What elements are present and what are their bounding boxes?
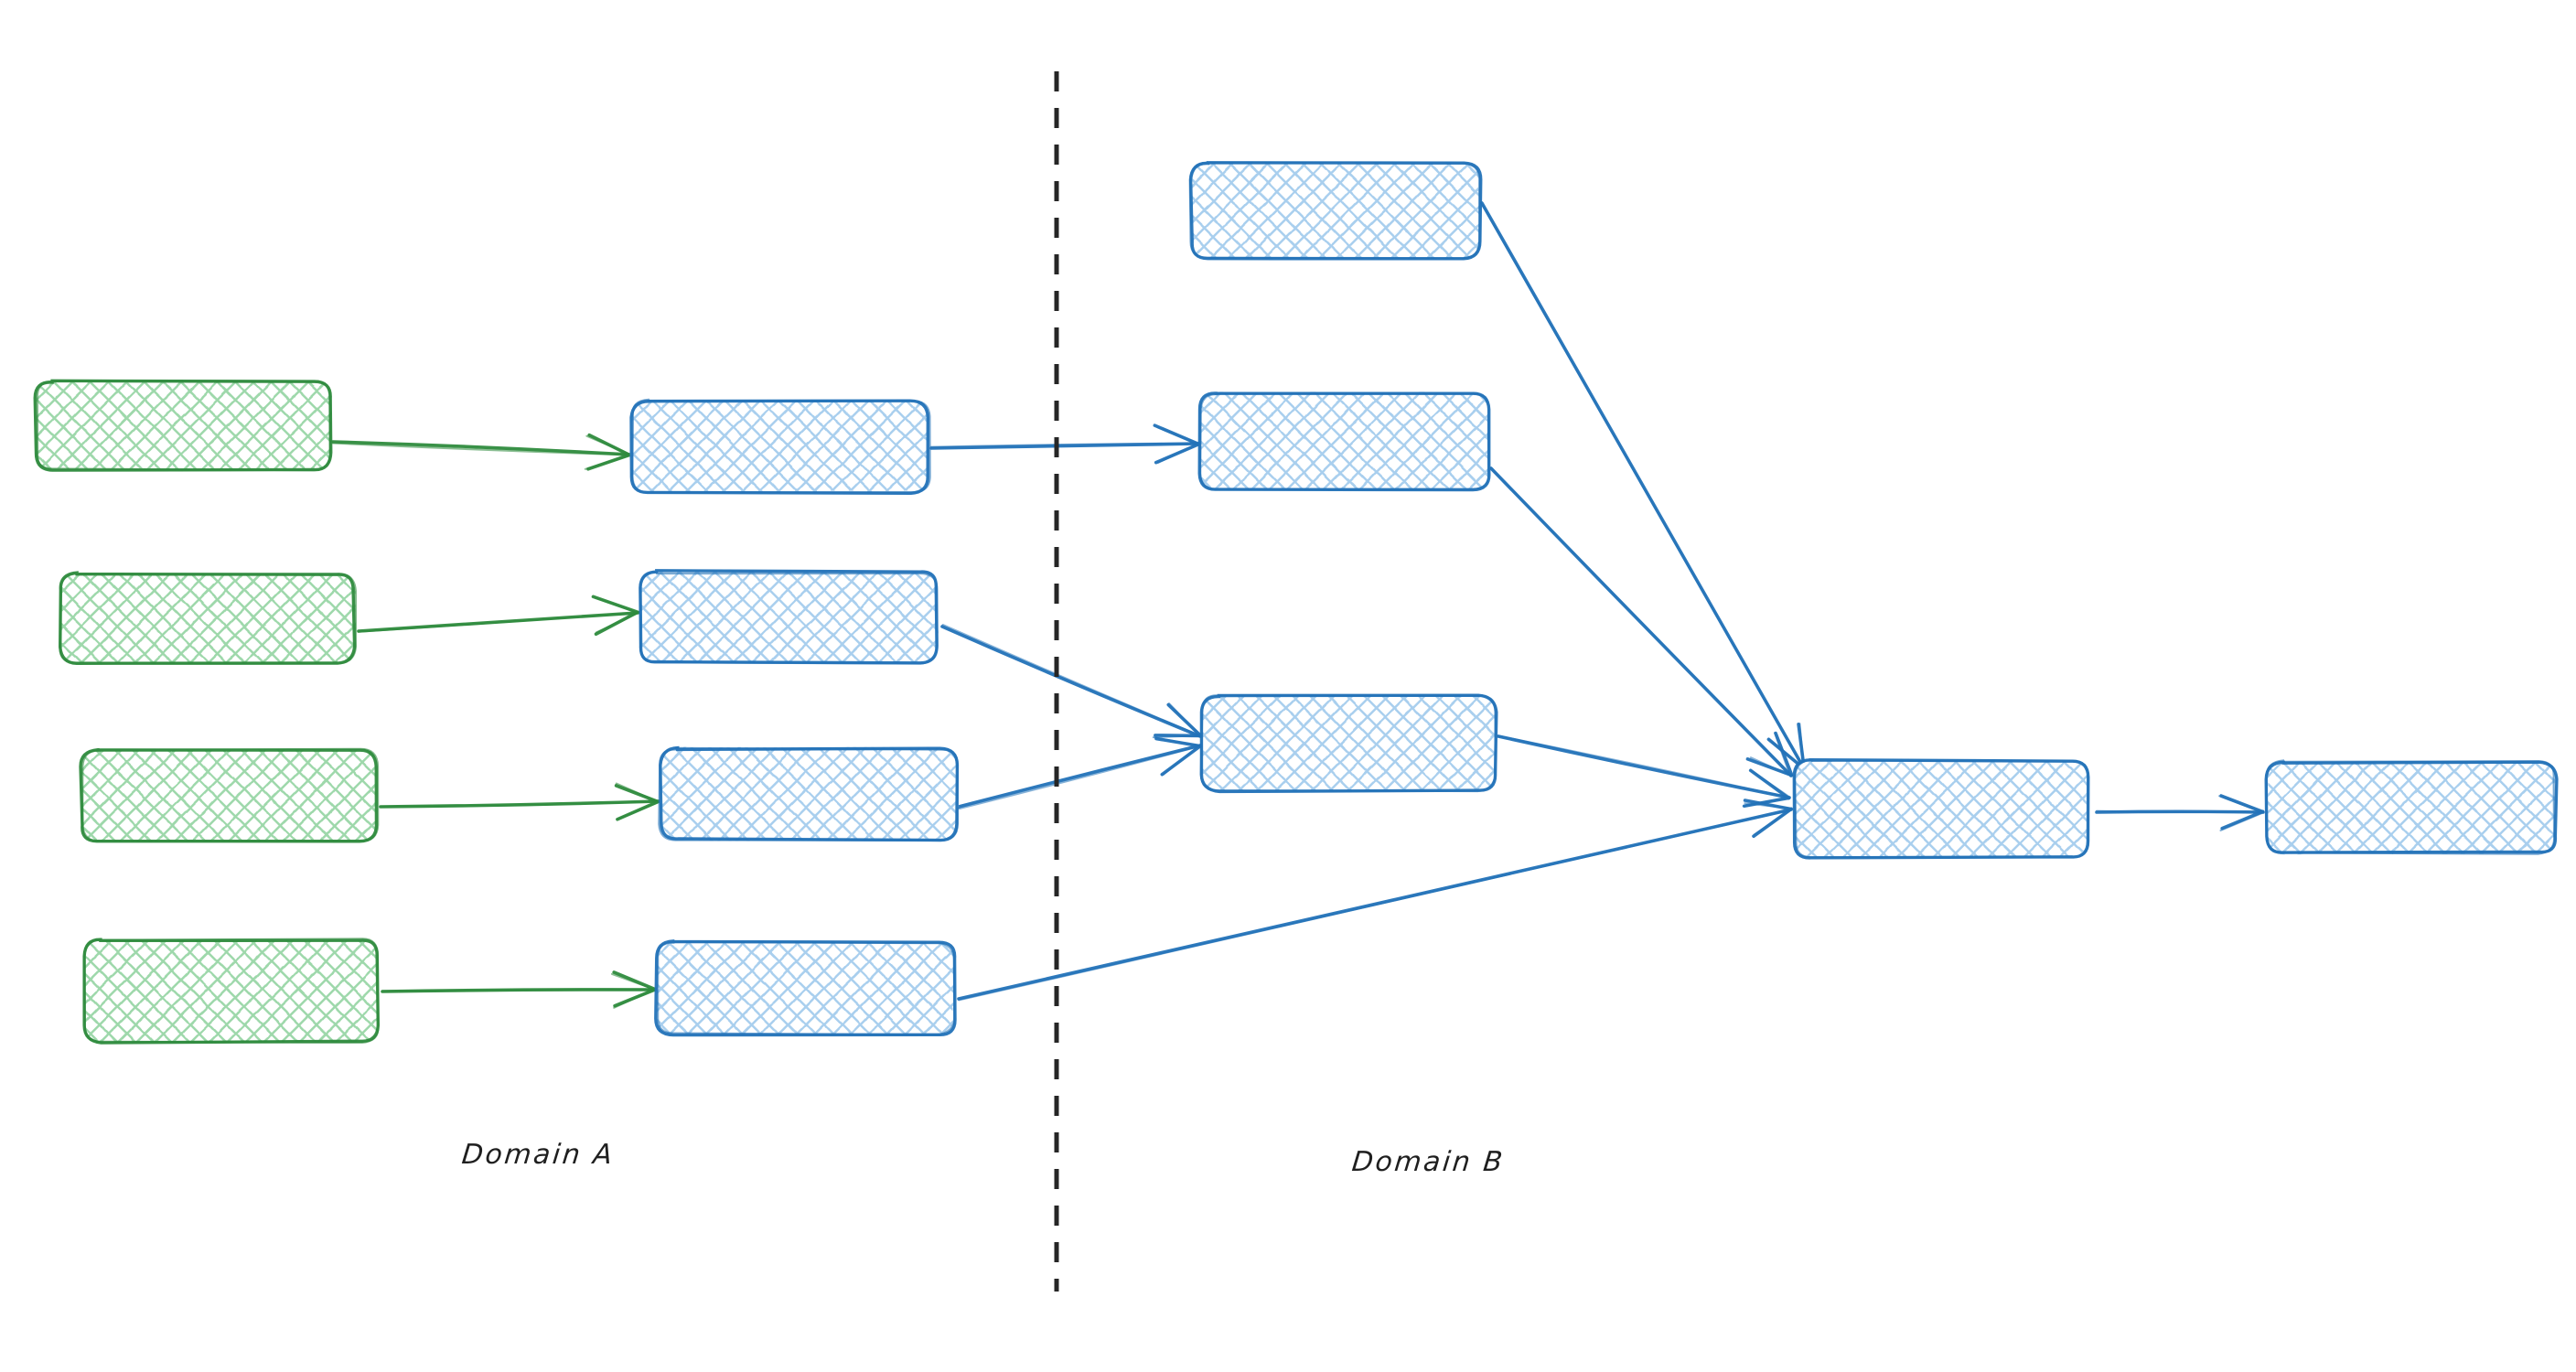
node-a-mid-2[interactable]: [639, 569, 939, 665]
edge-e-a4: [381, 970, 658, 1009]
node-a-src-1[interactable]: [33, 379, 333, 472]
nodes-layer: [33, 161, 2559, 1045]
edge-e-a1: [331, 433, 631, 471]
edge-e-out: [2095, 794, 2265, 831]
node-a-mid-3[interactable]: [658, 745, 960, 842]
node-b-upper[interactable]: [1197, 391, 1491, 492]
edge-e-m4: [957, 799, 1794, 1002]
edge-e-m3: [957, 736, 1203, 810]
node-b-top[interactable]: [1188, 161, 1483, 261]
edge-e-b1: [1480, 201, 1806, 771]
edge-e-a2: [357, 595, 640, 637]
domain-b-label: Domain B: [1350, 1146, 1507, 1178]
edge-e-b2: [1489, 466, 1794, 777]
node-b-out[interactable]: [2264, 759, 2559, 855]
node-a-src-3[interactable]: [79, 747, 380, 843]
edge-e-a3: [379, 782, 660, 821]
node-a-src-4[interactable]: [82, 938, 381, 1045]
edge-e-m1: [929, 423, 1201, 465]
node-a-mid-4[interactable]: [654, 939, 957, 1037]
node-b-mid[interactable]: [1199, 693, 1498, 794]
edges-layer: [331, 201, 2265, 1009]
edge-e-m2: [940, 624, 1203, 739]
node-b-hub[interactable]: [1792, 757, 2090, 860]
node-a-src-2[interactable]: [59, 571, 358, 665]
domain-a-label: Domain A: [460, 1139, 617, 1171]
node-a-mid-1[interactable]: [629, 398, 931, 495]
edge-e-b3: [1497, 734, 1791, 809]
